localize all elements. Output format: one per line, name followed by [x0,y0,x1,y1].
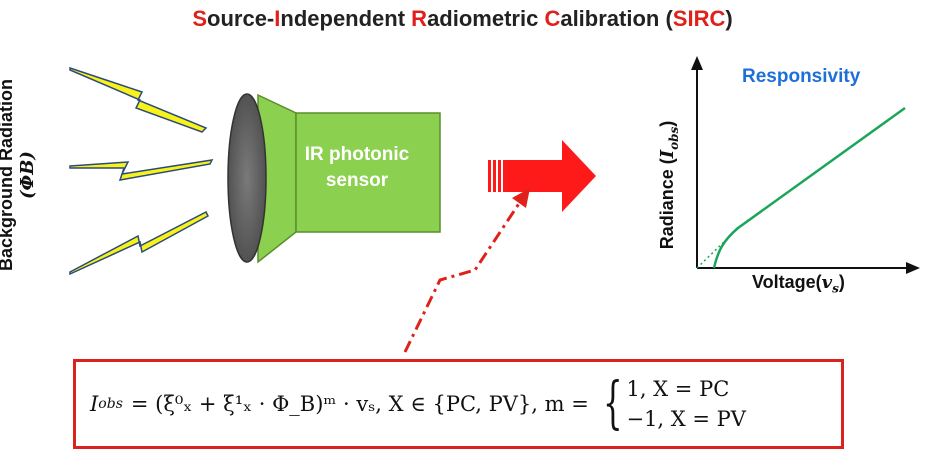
sensor-label: IR photonic sensor [304,144,410,191]
ir-sensor-graphic [227,93,441,264]
lightning-bolt-bottom [69,210,209,276]
dashed-link-arrow [403,188,530,353]
diagram-title: Source-Independent Radiometric Calibrati… [192,6,733,31]
output-arrow [488,140,596,212]
lightning-bolt-top [69,66,208,133]
piecewise-cases: { 1, X = PC −1, X = PV [602,371,746,436]
responsivity-plot [691,56,920,274]
background-radiation-label: Background Radiation (ΦB) [0,78,38,272]
plot-x-axis-label: Voltage(vs) [752,272,845,296]
lightning-bolt-middle [69,159,214,181]
responsivity-title: Responsivity [742,66,861,87]
plot-y-axis-label: Radiance (Iobs) [657,120,681,250]
